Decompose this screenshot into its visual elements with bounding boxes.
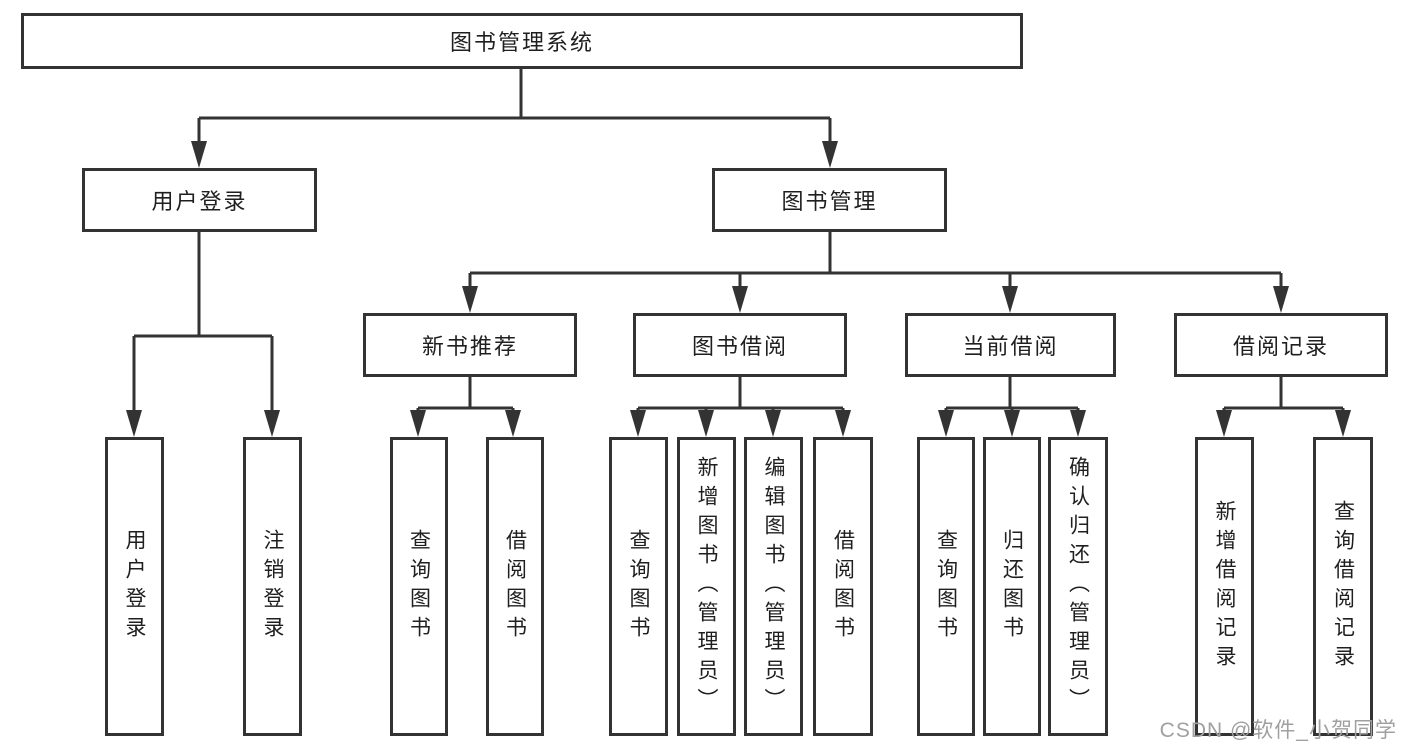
edge-newbooks-to-leaves: [410, 377, 521, 437]
edge-userlogin-to-leaves: [126, 231, 280, 437]
node-new-book-recommend: 新书推荐: [363, 313, 577, 377]
leaf-borrow-borrow-book: 借阅图书: [813, 437, 873, 736]
edge-borrowrecords-to-leaves: [1216, 377, 1351, 437]
leaf-borrow-add-book-admin: 新增图书（管理员）: [677, 437, 736, 736]
edge-bookmgmt-to-level3: [462, 231, 1289, 313]
edge-bookborrow-to-leaves: [630, 377, 851, 437]
leaf-current-query-book: 查询图书: [917, 437, 975, 736]
node-borrow-records: 借阅记录: [1174, 313, 1388, 377]
edge-currentborrow-to-leaves: [938, 377, 1086, 437]
leaf-current-return-book: 归还图书: [983, 437, 1041, 736]
node-user-login: 用户登录: [82, 168, 317, 232]
leaf-newbooks-query-book: 查询图书: [390, 437, 448, 736]
node-book-management: 图书管理: [712, 168, 947, 232]
csdn-watermark: CSDN @软件_小贺同学: [1159, 719, 1397, 742]
leaf-borrow-query-book: 查询图书: [609, 437, 668, 736]
leaf-borrow-edit-book-admin: 编辑图书（管理员）: [744, 437, 803, 736]
leaf-logout: 注销登录: [243, 437, 302, 736]
node-book-borrow: 图书借阅: [633, 313, 847, 377]
edge-root-to-level2: [191, 68, 838, 168]
leaf-user-login: 用户登录: [105, 437, 164, 736]
leaf-records-add-record: 新增借阅记录: [1195, 437, 1254, 736]
leaf-current-confirm-return-admin: 确认归还（管理员）: [1048, 437, 1108, 736]
leaf-records-query-record: 查询借阅记录: [1313, 437, 1373, 736]
leaf-newbooks-borrow-book: 借阅图书: [486, 437, 544, 736]
node-current-borrow: 当前借阅: [905, 313, 1116, 377]
node-root: 图书管理系统: [21, 13, 1023, 69]
